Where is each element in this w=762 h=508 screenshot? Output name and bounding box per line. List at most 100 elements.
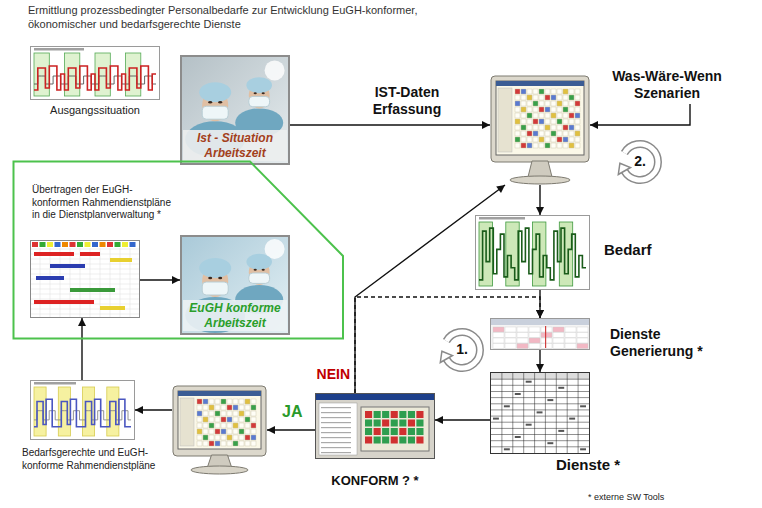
graphic-rect	[365, 437, 372, 444]
graphic-rect	[245, 411, 250, 416]
connector	[81, 318, 82, 380]
graphic-rect	[399, 428, 406, 435]
graphic-rect	[533, 113, 538, 118]
graphic-rect	[557, 107, 562, 112]
graphic-rect	[569, 131, 574, 136]
graphic-rect	[527, 119, 532, 124]
decision-label-box: KONFORM ? *	[300, 473, 450, 488]
graphic-rect	[197, 435, 202, 440]
graphic-rect	[551, 119, 556, 124]
connector	[539, 185, 540, 215]
graphic-rect	[408, 420, 415, 427]
diagram-title-box: Ermittlung prozessbedingter Personalbeda…	[28, 4, 458, 32]
graphic-rect	[365, 420, 372, 427]
graphic-rect	[233, 435, 238, 440]
graphic-rect	[551, 113, 556, 118]
loop-head	[440, 351, 452, 362]
graphic-rect	[545, 101, 550, 106]
graphic-rect	[557, 137, 562, 142]
chart1-art	[30, 46, 160, 100]
graphic-rect	[504, 405, 510, 407]
screenshot-box	[30, 240, 140, 318]
graphic-rect	[515, 131, 520, 136]
graphic-rect	[521, 137, 526, 142]
graphic-rect	[47, 242, 53, 247]
graphic-rect	[541, 338, 552, 343]
graphic-rect	[491, 373, 590, 454]
graphic-rect	[563, 119, 568, 124]
graphic-rect	[399, 411, 406, 418]
graphic-rect	[374, 420, 381, 427]
graphic-rect	[80, 252, 100, 256]
graphic-rect	[233, 423, 238, 428]
graphic-rect	[391, 437, 398, 444]
graphic-rect	[227, 405, 232, 410]
region-text: Übertragen der EuGH-konformen Rahmendien…	[32, 184, 172, 222]
graphic-rect	[575, 89, 580, 94]
graphic-rect	[382, 420, 389, 427]
graphic-rect	[569, 89, 574, 94]
graphic-rect	[221, 411, 226, 416]
graphic-rect	[569, 113, 574, 118]
graphic-rect	[551, 125, 556, 130]
graphic-rect	[563, 89, 568, 94]
loop-head	[618, 163, 630, 174]
graphic-rect	[130, 242, 136, 247]
graphic-rect	[197, 429, 202, 434]
region-text-box: Übertragen der EuGH-konformen Rahmendien…	[32, 184, 172, 222]
edge-label-box: NEIN	[300, 366, 350, 382]
graphic-rect	[34, 48, 84, 51]
graphic-rect	[365, 411, 372, 418]
graphic-rect	[197, 417, 202, 422]
graphic-rect	[515, 119, 520, 124]
graphic-rect	[251, 429, 256, 434]
graphic-rect	[563, 101, 568, 106]
graphic-rect	[239, 441, 244, 446]
graphic-rect	[221, 423, 226, 428]
graphic-rect	[197, 423, 202, 428]
graphic-rect	[239, 429, 244, 434]
graphic-rect	[203, 399, 208, 404]
graphic-rect	[227, 435, 232, 440]
graphic-rect	[209, 417, 214, 422]
graphic-rect	[545, 326, 546, 348]
graphic-rect	[553, 327, 564, 332]
graphic-rect	[521, 95, 526, 100]
graphic-rect	[527, 101, 532, 106]
graphic-rect	[245, 399, 250, 404]
graphic-rect	[515, 101, 520, 106]
graphic-rect	[239, 405, 244, 410]
graphic-rect	[551, 143, 556, 148]
step-label: Dienste Generierung *	[610, 326, 722, 360]
graphic-rect	[539, 143, 544, 148]
graphic-rect	[203, 441, 208, 446]
graphic-rect	[221, 399, 226, 404]
edge-label: JA	[282, 403, 312, 421]
graphic-rect	[476, 216, 590, 290]
loop-arc	[446, 332, 480, 368]
graphic-rect	[100, 242, 106, 247]
graphic-rect	[545, 89, 550, 94]
graphic-rect	[575, 113, 580, 118]
graphic-rect	[491, 319, 589, 325]
graphic-rect	[249, 273, 270, 283]
graphic-rect	[557, 89, 562, 94]
graphic-rect	[321, 437, 351, 438]
graphic-rect	[539, 125, 544, 130]
edge-label: IST-Daten Erfassung	[352, 84, 462, 118]
screenshot-box: Dienste Generierung *	[490, 318, 590, 350]
graphic-path	[491, 373, 589, 453]
graphic-rect	[36, 276, 64, 280]
graphic-rect	[239, 423, 244, 428]
graphic-rect	[545, 119, 550, 124]
chart-thumbnail: Bedarf	[475, 215, 590, 290]
chart-thumbnail: Ausgangssituation	[30, 46, 160, 100]
graphic-rect	[215, 429, 220, 434]
graphic-rect	[533, 125, 538, 130]
graphic-rect	[239, 399, 244, 404]
graphic-rect	[227, 399, 232, 404]
graphic-rect	[565, 327, 576, 332]
graphic-rect	[319, 403, 357, 455]
graphic-rect	[569, 119, 574, 124]
graphic-rect	[563, 137, 568, 142]
